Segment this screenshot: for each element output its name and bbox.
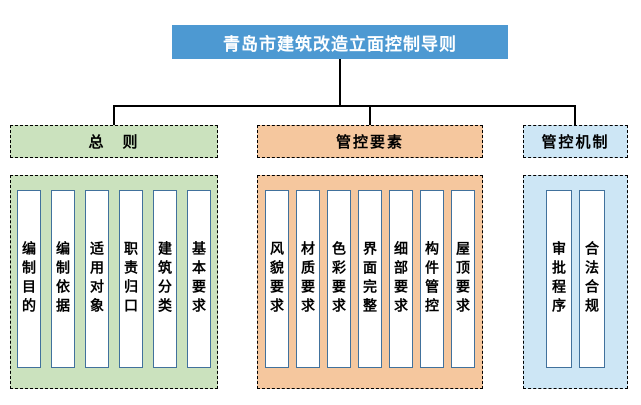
node-item-label: 职责归口 bbox=[123, 241, 139, 317]
node-item: 材质要求 bbox=[296, 190, 320, 368]
connector-horizontal bbox=[114, 105, 576, 107]
node-item: 审批程序 bbox=[546, 190, 572, 368]
group-container-general: 编制目的 编制依据 适用对象 职责归口 建筑分类 基本要求 bbox=[10, 175, 218, 389]
root-node-title: 青岛市建筑改造立面控制导则 bbox=[172, 25, 508, 59]
node-item: 界面完整 bbox=[358, 190, 382, 368]
node-item-label: 编制依据 bbox=[55, 241, 71, 317]
node-item: 职责归口 bbox=[119, 190, 143, 368]
node-item-label: 适用对象 bbox=[89, 241, 105, 317]
node-item-label: 构件管控 bbox=[424, 241, 440, 317]
node-item: 风貌要求 bbox=[265, 190, 289, 368]
node-item: 构件管控 bbox=[420, 190, 444, 368]
node-item: 建筑分类 bbox=[153, 190, 177, 368]
connector-drop-elements bbox=[369, 105, 371, 125]
connector-drop-general bbox=[113, 105, 115, 125]
group-container-mechanism: 审批程序 合法合规 bbox=[523, 175, 628, 389]
node-item: 基本要求 bbox=[187, 190, 211, 368]
node-item-label: 材质要求 bbox=[300, 241, 316, 317]
node-item: 细部要求 bbox=[389, 190, 413, 368]
group-header-elements: 管控要素 bbox=[257, 125, 483, 158]
group-header-general: 总 则 bbox=[10, 125, 218, 158]
node-item: 屋顶要求 bbox=[451, 190, 475, 368]
node-item: 编制依据 bbox=[51, 190, 75, 368]
node-item: 色彩要求 bbox=[327, 190, 351, 368]
group-container-elements: 风貌要求 材质要求 色彩要求 界面完整 细部要求 构件管控 屋顶要求 bbox=[257, 175, 483, 389]
node-item-label: 界面完整 bbox=[362, 241, 378, 317]
node-item-label: 审批程序 bbox=[551, 241, 567, 317]
node-item: 合法合规 bbox=[579, 190, 605, 368]
node-item-label: 合法合规 bbox=[584, 241, 600, 317]
connector-drop-mechanism bbox=[574, 105, 576, 125]
node-item-label: 色彩要求 bbox=[331, 241, 347, 317]
node-item-label: 基本要求 bbox=[191, 241, 207, 317]
node-item-label: 建筑分类 bbox=[157, 241, 173, 317]
connector-trunk bbox=[339, 59, 341, 106]
node-item: 编制目的 bbox=[17, 190, 41, 368]
group-header-mechanism: 管控机制 bbox=[523, 125, 628, 158]
node-item: 适用对象 bbox=[85, 190, 109, 368]
node-item-label: 风貌要求 bbox=[269, 241, 285, 317]
node-item-label: 屋顶要求 bbox=[455, 241, 471, 317]
node-item-label: 编制目的 bbox=[21, 241, 37, 317]
node-item-label: 细部要求 bbox=[393, 241, 409, 317]
